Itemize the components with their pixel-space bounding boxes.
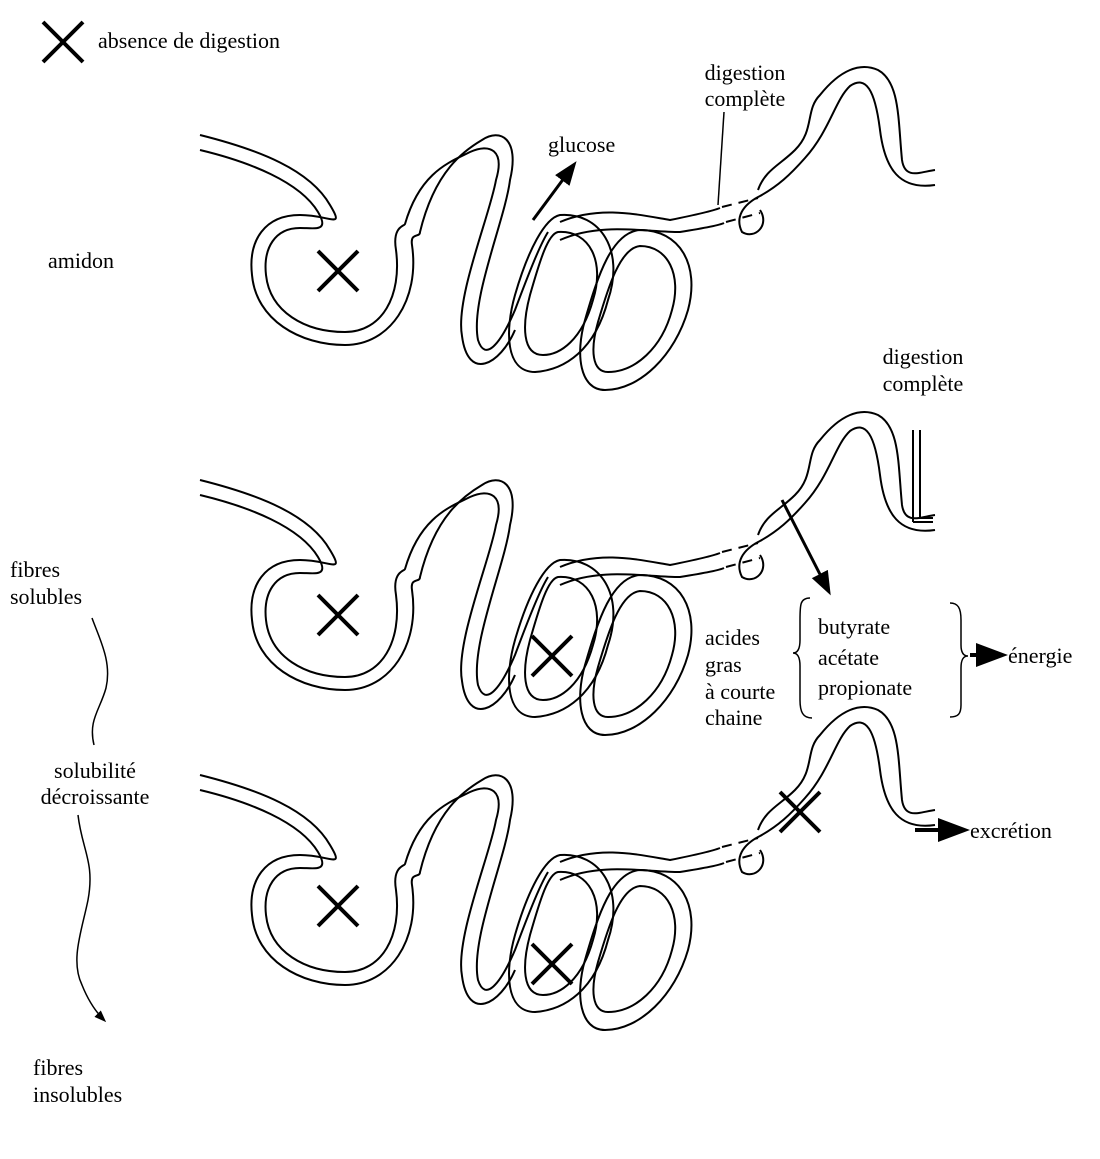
stomach-cross-icon bbox=[318, 595, 358, 635]
scale-bottom-line-1: fibres bbox=[33, 1055, 83, 1081]
note-complete-1: complète bbox=[675, 86, 815, 112]
colon-cross-icon bbox=[780, 792, 820, 832]
intestine-cross-icon bbox=[532, 636, 572, 676]
row-title-amidon: amidon bbox=[48, 248, 114, 274]
stomach-cross-icon bbox=[318, 886, 358, 926]
tract-row-1 bbox=[200, 67, 935, 390]
rectum-outlet bbox=[913, 430, 933, 522]
intestine-cross-icon bbox=[532, 944, 572, 984]
acids-line-1: acides bbox=[705, 625, 760, 651]
note-complete-2: complète bbox=[853, 371, 993, 397]
acids-line-4: chaine bbox=[705, 705, 762, 729]
stomach-cross-icon bbox=[318, 251, 358, 291]
note-digestion-2: digestion bbox=[853, 344, 993, 370]
fermentation-arrow bbox=[782, 500, 828, 590]
result-excretion: excrétion bbox=[970, 818, 1052, 844]
acids-line-2: gras bbox=[705, 652, 742, 678]
digestion-pointer-line bbox=[718, 112, 724, 205]
solubility-scale-line-lower bbox=[77, 815, 104, 1020]
legend-label: absence de digestion bbox=[98, 28, 280, 54]
tract-row-3 bbox=[200, 707, 962, 1030]
scale-mid-line-1: solubilité bbox=[20, 758, 170, 784]
scale-bottom-line-2: insolubles bbox=[33, 1082, 122, 1108]
scale-top-line-1: fibres bbox=[10, 557, 60, 583]
left-brace bbox=[793, 598, 812, 718]
fatty-acid-butyrate: butyrate bbox=[818, 614, 890, 640]
acids-line-3: à courte bbox=[705, 679, 775, 705]
product-glucose: glucose bbox=[548, 132, 615, 158]
right-brace bbox=[950, 603, 968, 717]
fatty-acid-propionate: propionate bbox=[818, 675, 912, 701]
note-digestion-1: digestion bbox=[675, 60, 815, 86]
result-energie: énergie bbox=[1008, 643, 1072, 669]
scale-top-line-2: solubles bbox=[10, 584, 82, 610]
legend-cross-icon bbox=[43, 22, 83, 62]
fatty-acid-acetate: acétate bbox=[818, 645, 879, 671]
scale-mid-line-2: décroissante bbox=[20, 784, 170, 810]
solubility-scale-line-upper bbox=[92, 618, 108, 745]
glucose-arrow bbox=[533, 166, 573, 220]
